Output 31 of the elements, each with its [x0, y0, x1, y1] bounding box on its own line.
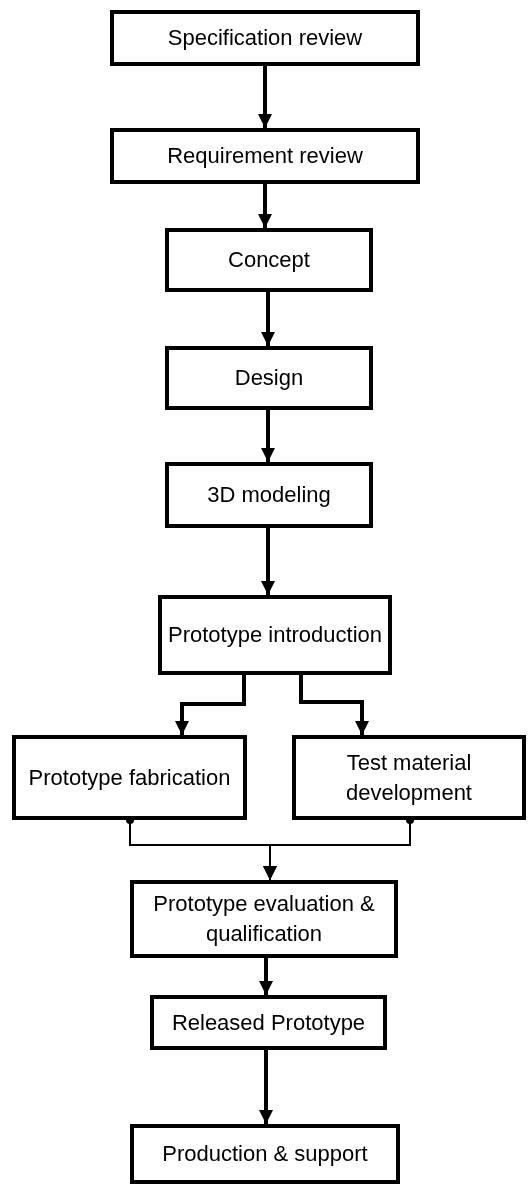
step-label: Production & support: [162, 1140, 368, 1168]
arrow: [258, 184, 272, 228]
arrow: [261, 410, 275, 462]
process-box: [12, 735, 247, 820]
step-label: Test material development: [345, 748, 473, 807]
process-box: [158, 595, 392, 675]
arrow: [175, 675, 246, 735]
process-box: [130, 1124, 400, 1184]
process-box: [165, 228, 373, 292]
arrow: [299, 675, 369, 735]
process-box: [165, 462, 373, 528]
step-label: Released Prototype: [171, 1008, 366, 1037]
step-label: Prototype evaluation & qualification: [152, 890, 376, 948]
process-box: [110, 10, 420, 66]
step-label: Requirement review: [167, 142, 363, 170]
step-label: Specification review: [167, 24, 363, 52]
step-label: 3D modeling: [207, 481, 331, 509]
step-label: Concept: [228, 246, 310, 274]
step-label: Design: [234, 364, 304, 392]
arrow: [259, 1050, 273, 1124]
process-box: [292, 735, 526, 820]
process-box: [130, 880, 398, 958]
arrow: [261, 528, 275, 595]
process-box: [110, 128, 420, 184]
arrow: [261, 292, 275, 346]
process-box: [165, 346, 373, 410]
arrow: [259, 958, 273, 995]
step-label: Prototype fabrication: [28, 763, 231, 792]
step-label: Prototype introduction: [168, 621, 382, 649]
process-box: [150, 995, 387, 1050]
arrow: [258, 66, 272, 128]
